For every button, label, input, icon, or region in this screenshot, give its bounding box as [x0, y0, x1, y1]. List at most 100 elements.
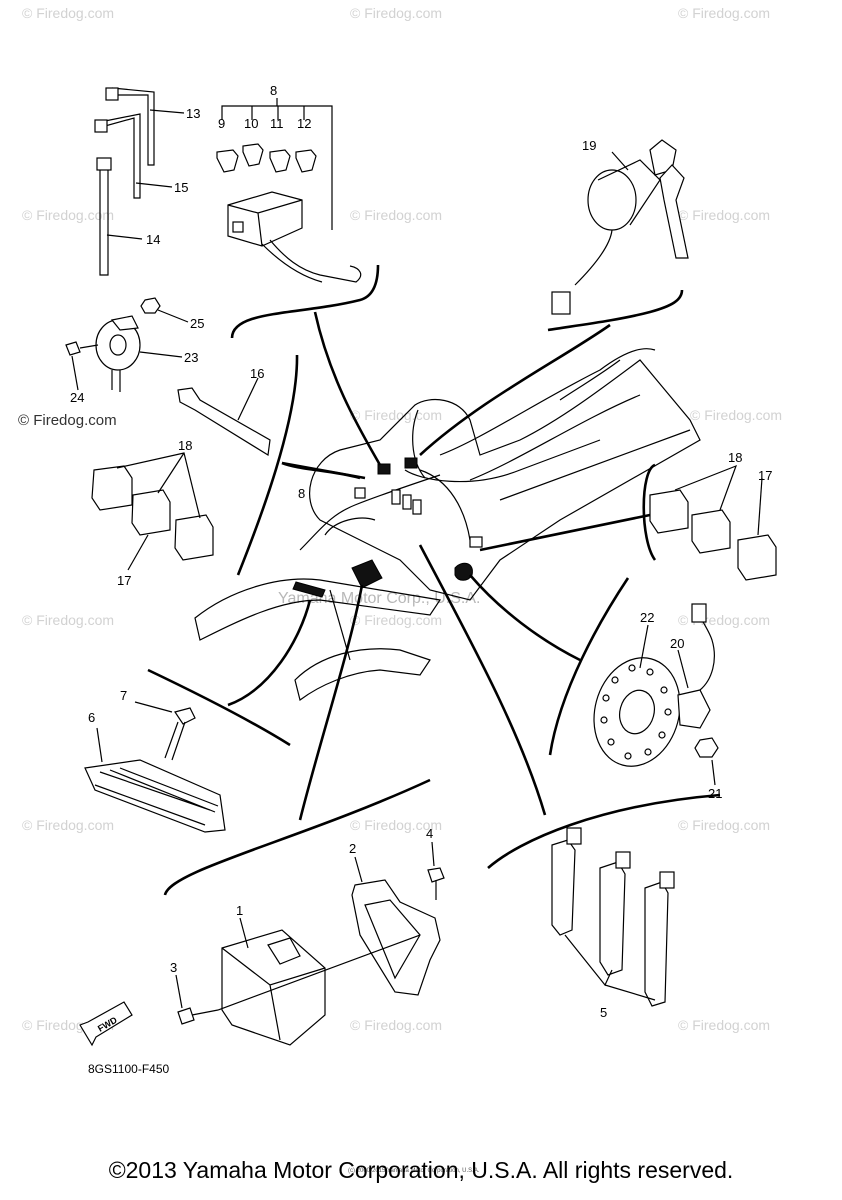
- small-copyright: (c) 2000-2015 Yamaha Motor Corporation, …: [348, 1168, 480, 1174]
- callout-11: 11: [270, 116, 284, 131]
- fuse-box: [227, 191, 303, 247]
- pickup-connector-top: [691, 603, 707, 623]
- ignition-coil: [551, 839, 576, 936]
- main-switch-group: [551, 139, 689, 315]
- callout-3: 3: [170, 960, 177, 975]
- watermark: © Firedog.com: [22, 5, 114, 21]
- ignition-coil: [599, 861, 626, 976]
- callout-21: 21: [708, 786, 722, 801]
- main-switch: [587, 169, 637, 231]
- connector: [469, 536, 483, 548]
- callout-2: 2: [349, 841, 356, 856]
- ignition-coils: [551, 827, 675, 1007]
- center-watermark: Yamaha Motor Corp., U.S.A.: [278, 590, 480, 607]
- relays-right: [649, 464, 777, 581]
- watermark: © Firedog.com: [678, 5, 770, 21]
- connector: [404, 457, 418, 469]
- rectifier: [84, 759, 226, 833]
- fwd-arrow-group: FWD: [79, 1001, 133, 1047]
- relay: [737, 534, 777, 581]
- cdi-group: [175, 841, 445, 1046]
- callout-24: 24: [70, 390, 84, 405]
- callout-16: 16: [250, 366, 264, 381]
- pickup-connector: [454, 562, 473, 581]
- watermark: © Firedog.com: [350, 817, 442, 833]
- copyright-footer: ©2013 Yamaha Motor Corporation, U.S.A. A…: [108, 1157, 734, 1183]
- nut: [140, 297, 161, 314]
- callout-17-right: 17: [758, 468, 772, 483]
- connector: [354, 487, 366, 499]
- cable-tie-group: [177, 377, 271, 456]
- pickup-group: [593, 603, 719, 786]
- callout-9: 9: [218, 116, 225, 131]
- callout-12: 12: [297, 116, 311, 131]
- watermark: © Firedog.com: [350, 207, 442, 223]
- callout-23: 23: [184, 350, 198, 365]
- fuse: [216, 149, 239, 173]
- watermark: © Firedog.com: [22, 612, 114, 628]
- callout-15: 15: [174, 180, 188, 195]
- watermark: © Firedog.com: [22, 207, 114, 223]
- relay: [131, 489, 171, 536]
- callout-25: 25: [190, 316, 204, 331]
- bolt-4: [427, 867, 445, 883]
- relay: [174, 514, 214, 561]
- snowmobile-outline: [194, 348, 701, 702]
- relays-left: [91, 452, 214, 571]
- fuse-holder: [402, 494, 412, 510]
- connector: [377, 463, 391, 475]
- rectifier-group: [84, 701, 226, 833]
- screw-3: [177, 1007, 195, 1025]
- relay: [649, 489, 689, 534]
- nut-21: [694, 737, 719, 758]
- callout-1: 1: [236, 903, 243, 918]
- watermark: © Firedog.com: [22, 817, 114, 833]
- callout-brackets: [147, 264, 721, 896]
- callout-10: 10: [244, 116, 258, 131]
- ecu-connector: [351, 559, 383, 589]
- cdi-bracket: [351, 879, 441, 996]
- watermark: © Firedog.com: [678, 817, 770, 833]
- watermark: © Firedog.com: [350, 407, 442, 423]
- callout-17-left: 17: [117, 573, 131, 588]
- diagram-code: 8GS1100-F450: [88, 1062, 169, 1076]
- callout-8-mid: 8: [298, 486, 305, 501]
- watermark: © Firedog.com: [350, 612, 442, 628]
- callout-5: 5: [600, 1005, 607, 1020]
- fuse: [295, 149, 317, 173]
- callout-7: 7: [120, 688, 127, 703]
- cable-tie: [177, 387, 271, 456]
- buzzer-group: [65, 297, 189, 392]
- fuse: [269, 149, 291, 173]
- callout-18-right: 18: [728, 450, 742, 465]
- watermark-dark: © Firedog.com: [18, 412, 117, 429]
- rotor-plate: [593, 657, 681, 767]
- watermark-grid: © Firedog.com © Firedog.com © Firedog.co…: [22, 5, 782, 1033]
- callout-8-top: 8: [270, 83, 277, 98]
- watermark: © Firedog.com: [678, 207, 770, 223]
- callout-22: 22: [640, 610, 654, 625]
- callout-13: 13: [186, 106, 200, 121]
- callout-14: 14: [146, 232, 160, 247]
- fuse-holder: [391, 489, 401, 505]
- watermark: © Firedog.com: [690, 407, 782, 423]
- fuse: [242, 143, 264, 167]
- callout-6: 6: [88, 710, 95, 725]
- callout-4: 4: [426, 826, 433, 841]
- watermark: © Firedog.com: [350, 5, 442, 21]
- pickup-coil: [677, 689, 711, 729]
- relay: [691, 509, 731, 554]
- callout-numbers: 1 2 3 4 5 6 7 8 8 9 10 11 12 13 14 15 16…: [70, 83, 772, 1020]
- cdi-unit: [221, 929, 326, 1046]
- fuse-box-group: [94, 87, 362, 283]
- callout-20: 20: [670, 636, 684, 651]
- callout-18-left: 18: [178, 438, 192, 453]
- fuse-holder: [412, 499, 422, 515]
- band-14: [99, 168, 109, 276]
- switch-connector: [551, 291, 571, 315]
- ignition-coil: [644, 881, 669, 1007]
- fwd-arrow-icon: [79, 1001, 133, 1047]
- watermark: © Firedog.com: [678, 1017, 770, 1033]
- band-15: [97, 113, 141, 199]
